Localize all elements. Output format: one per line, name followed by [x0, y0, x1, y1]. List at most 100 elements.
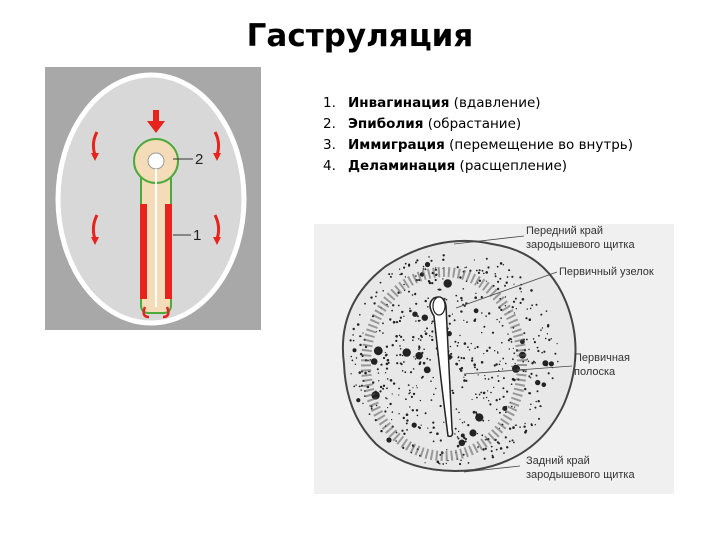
cell-dot [471, 398, 473, 401]
cell-dot [515, 424, 518, 426]
cell-dot [510, 341, 513, 343]
cell-dot [442, 258, 445, 261]
cell-dot [495, 399, 498, 402]
cell-dot [427, 427, 429, 429]
cell-dot [356, 398, 361, 403]
label-anterior-edge-line1: Передний край [526, 225, 603, 237]
cell-dot [376, 368, 379, 371]
cell-dot [431, 336, 433, 338]
cell-dot [544, 337, 547, 340]
cell-dot [535, 379, 541, 386]
cell-dot [521, 351, 523, 354]
cell-dot [384, 351, 386, 354]
cell-dot [424, 412, 427, 415]
cell-dot [375, 404, 378, 407]
cell-dot [430, 259, 433, 262]
cell-dot [530, 377, 532, 379]
list-number: 4. [323, 158, 336, 174]
cell-dot [527, 360, 530, 363]
cell-dot [465, 438, 468, 440]
cell-dot [473, 363, 476, 366]
cell-dot [418, 426, 421, 430]
cell-dot [494, 275, 497, 278]
cell-dot [500, 317, 502, 319]
cell-dot [496, 318, 498, 321]
cell-dot [409, 371, 413, 374]
cell-dot [416, 387, 418, 389]
cell-dot [511, 306, 514, 309]
cell-dot [459, 418, 461, 420]
bottom-arrow-icons [142, 306, 170, 319]
cell-dot [447, 460, 449, 462]
cell-dot [474, 347, 476, 350]
gastrulation-methods-list: 1.Инвагинация (вдавление) 2.Эпиболия (об… [323, 93, 633, 177]
cell-dot [497, 380, 500, 382]
cell-dot [403, 283, 405, 286]
cell-dot [387, 407, 389, 409]
cell-dot [428, 369, 431, 373]
cell-dot [385, 397, 387, 399]
cell-dot [401, 310, 404, 314]
cell-dot [460, 296, 463, 300]
label-anterior-edge-line2: зародышевого щитка [526, 239, 635, 251]
cell-dot [436, 460, 440, 464]
cell-dot [524, 422, 526, 425]
cell-dot [502, 264, 505, 266]
cell-dot [463, 319, 465, 321]
cell-dot [408, 392, 411, 395]
cell-dot [415, 385, 418, 387]
cell-dot [350, 355, 353, 358]
cell-dot [399, 345, 401, 347]
label-posterior-edge-line1: Задний край [526, 455, 590, 467]
cell-dot [379, 281, 382, 284]
cell-dot [405, 422, 408, 425]
cell-dot [369, 371, 371, 373]
cell-dot [452, 391, 455, 395]
cell-dot [430, 431, 433, 434]
slide-title: Гаструляция [246, 18, 474, 54]
cell-dot [491, 376, 494, 379]
cell-dot [504, 436, 507, 439]
cell-dot [354, 363, 357, 365]
cell-dot [360, 389, 362, 391]
cell-dot [439, 404, 442, 408]
cell-dot [424, 330, 426, 332]
cell-dot [366, 385, 370, 389]
cell-dot [459, 368, 461, 370]
cell-dot [350, 373, 352, 375]
cell-dot [469, 429, 477, 437]
cell-dot [534, 406, 537, 409]
cell-dot [484, 378, 487, 380]
cell-dot [525, 317, 528, 320]
cell-dot [525, 370, 527, 373]
cell-dot [482, 419, 485, 422]
cell-dot [356, 323, 360, 326]
cell-dot [430, 399, 433, 401]
cell-dot [502, 377, 505, 380]
cell-dot [382, 387, 385, 390]
cell-dot [389, 275, 392, 278]
cell-dot [403, 266, 406, 269]
list-item: 3.Иммиграция (перемещение во внутрь) [323, 135, 633, 156]
cell-dot [420, 376, 423, 379]
cell-dot [352, 334, 354, 336]
cell-dot [472, 411, 475, 414]
cell-dot [497, 351, 499, 353]
cell-dot [382, 332, 384, 334]
cell-dot [395, 335, 398, 338]
cell-dot [474, 296, 477, 299]
cell-dot [485, 257, 488, 260]
cell-dot [542, 360, 549, 367]
cell-dot [438, 288, 441, 291]
list-item: 1.Инвагинация (вдавление) [323, 93, 633, 114]
cell-dot [435, 387, 437, 390]
cell-dot [424, 268, 427, 271]
cell-dot [435, 267, 437, 269]
cell-dot [456, 266, 459, 269]
cell-dot [461, 422, 464, 424]
cell-dot [458, 411, 460, 414]
cell-dot [391, 411, 394, 413]
cell-dot [370, 358, 378, 365]
cell-dot [392, 320, 396, 324]
cell-dot [386, 358, 390, 362]
